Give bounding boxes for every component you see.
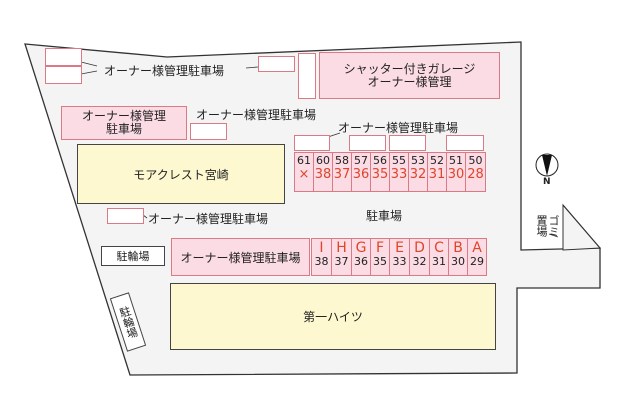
owner-parking-label-row: オーナー様管理駐車場 [338, 121, 459, 135]
owner-slot-mid [190, 123, 227, 140]
garbage-area-label: ゴミ置場 [535, 215, 561, 247]
owner-slot-top-left-1 [45, 48, 82, 66]
building-daiichi-heights: 第一ハイツ [170, 283, 496, 350]
owner-slot-row-3 [389, 135, 426, 151]
shutter-garage: シャッター付きガレージ オーナー様管理 [319, 52, 500, 99]
owner-box-left-label-1: オーナー様管理 [81, 109, 166, 123]
owner-parking-box-left: オーナー様管理 駐車場 [61, 106, 187, 140]
building-more-crest-miyazaki: モアクレスト宮崎 [77, 144, 285, 204]
owner-parking-label-mid: オーナー様管理駐車場 [196, 108, 317, 122]
owner-parking-label-lower-left: オーナー様管理駐車場 [148, 212, 269, 226]
owner-slot-top-narrow [298, 53, 316, 99]
owner-slot-row-2 [349, 135, 386, 151]
north-compass-icon [536, 154, 558, 176]
owner-slot-top-left-2 [45, 66, 82, 84]
owner-box-left-label-2: 駐車場 [105, 122, 142, 136]
garage-label-2: オーナー様管理 [367, 74, 452, 89]
owner-parking-bottom-box: オーナー様管理駐車場 [171, 238, 310, 276]
owner-parking-label-top: オーナー様管理駐車場 [104, 64, 225, 78]
owner-slot-row-1 [294, 135, 330, 151]
garbage-area-text: ゴミ置場 [535, 215, 560, 237]
owner-slot-top-mid [258, 56, 295, 72]
owner-slot-row-4 [446, 135, 484, 151]
owner-slot-lower-left [107, 208, 144, 224]
parking-area-label: 駐車場 [366, 209, 403, 223]
bicycle-parking-1: 駐輪場 [101, 246, 165, 266]
garage-label-1: シャッター付きガレージ [343, 61, 476, 76]
parking-slot-61: 61× [294, 152, 314, 192]
north-compass-label: N [543, 177, 551, 187]
